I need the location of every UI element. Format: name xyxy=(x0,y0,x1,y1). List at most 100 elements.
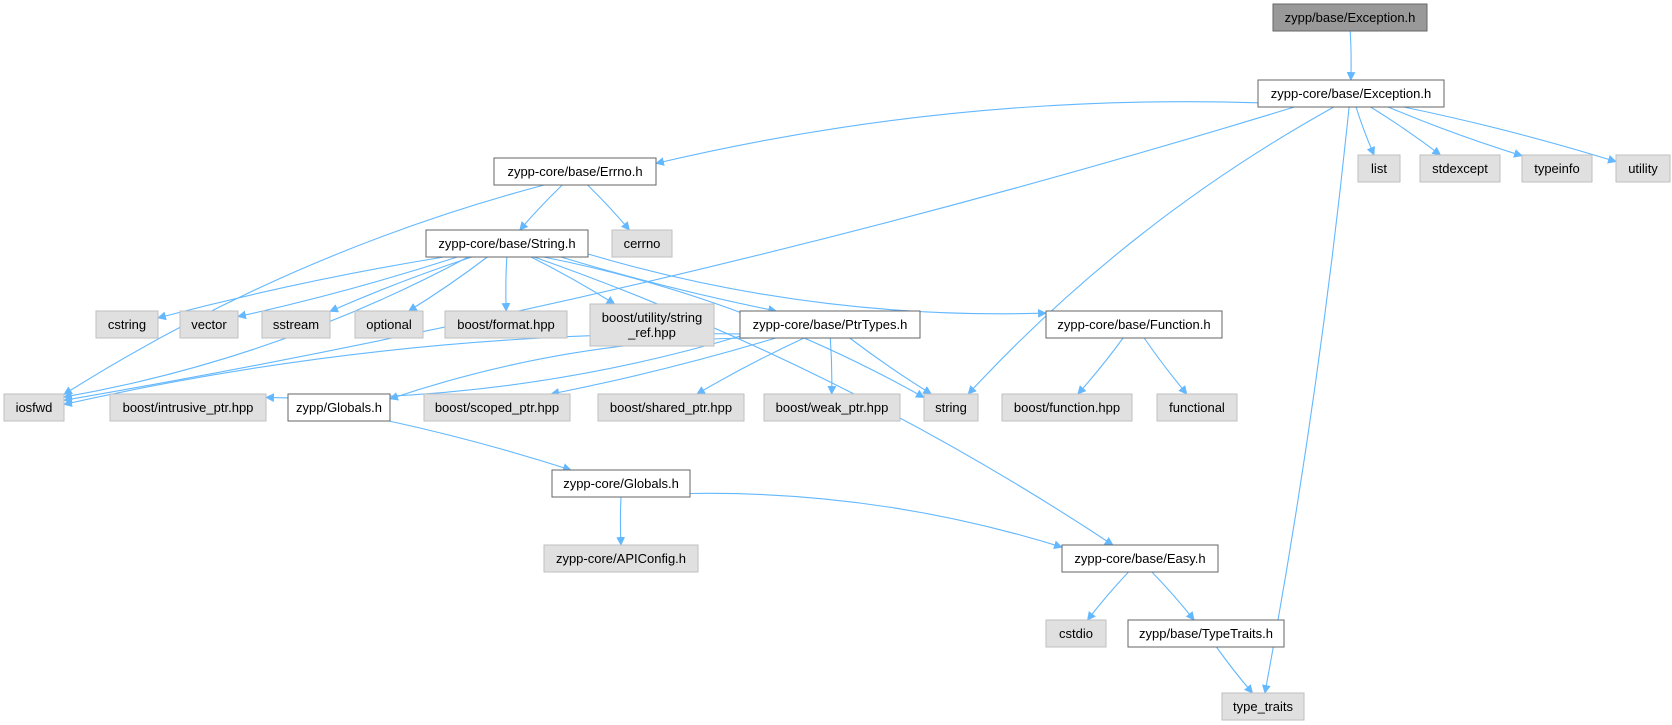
node-label-line: boost/shared_ptr.hpp xyxy=(610,400,732,415)
node-label-line: zypp/Globals.h xyxy=(296,400,382,415)
graph-node[interactable]: zypp-core/base/Easy.h xyxy=(1061,544,1219,573)
node-box xyxy=(109,393,267,422)
node-label: zypp/base/TypeTraits.h xyxy=(1139,626,1273,641)
node-box xyxy=(1061,544,1219,573)
node-label-line: zypp/base/TypeTraits.h xyxy=(1139,626,1273,641)
node-box xyxy=(444,310,568,339)
node-label: boost/weak_ptr.hpp xyxy=(776,400,889,415)
edge-n_string-to-n_function xyxy=(587,253,1047,318)
node-label-line: functional xyxy=(1169,400,1225,415)
edge-n_ptrtypes-to-n_bscoped xyxy=(550,337,776,397)
node-box xyxy=(423,393,571,422)
node-label-line: zypp-core/Globals.h xyxy=(563,476,679,491)
edge-n_ptrtypes-to-n_bweak xyxy=(827,337,837,395)
node-label-line: zypp-core/base/String.h xyxy=(438,236,575,251)
edge-n_errno-to-n_cerrno xyxy=(587,184,630,231)
node-box xyxy=(589,303,715,347)
node-label: zypp-core/APIConfig.h xyxy=(556,551,686,566)
node-label-line: zypp-core/base/PtrTypes.h xyxy=(753,317,908,332)
edge-n_string-to-n_iosfwd xyxy=(63,256,469,401)
graph-node: zypp/base/Exception.h xyxy=(1272,3,1428,32)
node-label-line: stdexcept xyxy=(1432,161,1488,176)
node-box xyxy=(287,393,391,422)
graph-node: iosfwd xyxy=(3,393,65,422)
edge-n_core_exc-to-n_errno xyxy=(655,101,1259,166)
node-label-line: sstream xyxy=(273,317,319,332)
node-label-line: _ref.hpp xyxy=(627,325,676,340)
edge-n_ptrtypes-to-n_bshared xyxy=(696,337,805,395)
node-label-line: cstring xyxy=(108,317,146,332)
graph-node: list xyxy=(1357,154,1401,183)
graph-node[interactable]: zypp-core/base/Function.h xyxy=(1045,310,1223,339)
node-label: boost/function.hpp xyxy=(1014,400,1120,415)
node-label-line: string xyxy=(935,400,967,415)
graph-node[interactable]: zypp/Globals.h xyxy=(287,393,391,422)
graph-node[interactable]: zypp-core/base/Errno.h xyxy=(493,157,657,186)
node-label-line: cerrno xyxy=(624,236,661,251)
node-box xyxy=(1045,619,1107,648)
node-label-line: boost/intrusive_ptr.hpp xyxy=(123,400,254,415)
graph-node[interactable]: zypp-core/Globals.h xyxy=(551,469,691,498)
node-label: zypp-core/base/Errno.h xyxy=(507,164,642,179)
edge-n_function-to-n_bfunc xyxy=(1077,337,1124,395)
node-label: zypp-core/base/Easy.h xyxy=(1074,551,1205,566)
edge-n_exc-to-n_core_exc xyxy=(1346,30,1356,81)
graph-node: type_traits xyxy=(1221,692,1305,721)
graph-node: string xyxy=(923,393,979,422)
graph-node: cstring xyxy=(95,310,159,339)
graph-node: cerrno xyxy=(611,229,673,258)
edge-n_typetr-to-n_typetraits xyxy=(1216,646,1254,694)
graph-node: boost/intrusive_ptr.hpp xyxy=(109,393,267,422)
node-box xyxy=(261,310,331,339)
node-box xyxy=(1045,310,1223,339)
node-box xyxy=(1272,3,1428,32)
graph-node[interactable]: zypp-core/base/String.h xyxy=(425,229,589,258)
node-label-line: zypp-core/APIConfig.h xyxy=(556,551,686,566)
node-label: utility xyxy=(1628,161,1658,176)
node-label: optional xyxy=(366,317,412,332)
node-box xyxy=(1257,79,1445,108)
node-box xyxy=(1001,393,1133,422)
node-label: zypp/Globals.h xyxy=(296,400,382,415)
node-box xyxy=(1127,619,1285,648)
edge-n_core_exc-to-n_stdexc xyxy=(1370,106,1442,156)
node-box xyxy=(1221,692,1305,721)
edge-n_cglobals-to-n_apiconf xyxy=(616,496,625,546)
edge-n_zglobals-to-n_cglobals xyxy=(388,420,572,472)
edge-n_string-to-n_easy xyxy=(533,256,1114,546)
graph-node[interactable]: zypp-core/base/PtrTypes.h xyxy=(739,310,921,339)
node-label: zypp-core/Globals.h xyxy=(563,476,679,491)
edge-n_string-to-n_ptrtypes xyxy=(560,256,778,314)
node-label-line: zypp-core/base/Easy.h xyxy=(1074,551,1205,566)
node-label: string xyxy=(935,400,967,415)
edge-n_core_exc-to-n_typetraits xyxy=(1262,106,1350,694)
node-label: boost/intrusive_ptr.hpp xyxy=(123,400,254,415)
graph-node: stdexcept xyxy=(1419,154,1501,183)
node-box xyxy=(1419,154,1501,183)
graph-node[interactable]: zypp/base/TypeTraits.h xyxy=(1127,619,1285,648)
node-box xyxy=(923,393,979,422)
node-label: zypp-core/base/Function.h xyxy=(1057,317,1210,332)
node-box xyxy=(1156,393,1238,422)
node-label-line: typeinfo xyxy=(1534,161,1580,176)
graph-node: boost/format.hpp xyxy=(444,310,568,339)
node-label-line: list xyxy=(1371,161,1387,176)
graph-node: boost/weak_ptr.hpp xyxy=(763,393,901,422)
edge-n_string-to-n_cstring xyxy=(157,256,444,321)
node-label-line: iosfwd xyxy=(16,400,53,415)
node-label-line: boost/utility/string xyxy=(602,310,702,325)
node-label-line: zypp/base/Exception.h xyxy=(1285,10,1416,25)
node-box xyxy=(1615,154,1671,183)
node-box xyxy=(3,393,65,422)
node-label-line: zypp-core/base/Exception.h xyxy=(1271,86,1431,101)
nodes-layer: zypp/base/Exception.h zypp-core/base/Exce… xyxy=(3,3,1671,721)
node-label-line: type_traits xyxy=(1233,699,1293,714)
graph-node[interactable]: zypp-core/base/Exception.h xyxy=(1257,79,1445,108)
edge-n_core_exc-to-n_strhdr xyxy=(967,106,1335,395)
node-label: zypp/base/Exception.h xyxy=(1285,10,1416,25)
node-label-line: boost/format.hpp xyxy=(457,317,555,332)
node-box xyxy=(739,310,921,339)
node-label: sstream xyxy=(273,317,319,332)
node-label-line: zypp-core/base/Function.h xyxy=(1057,317,1210,332)
